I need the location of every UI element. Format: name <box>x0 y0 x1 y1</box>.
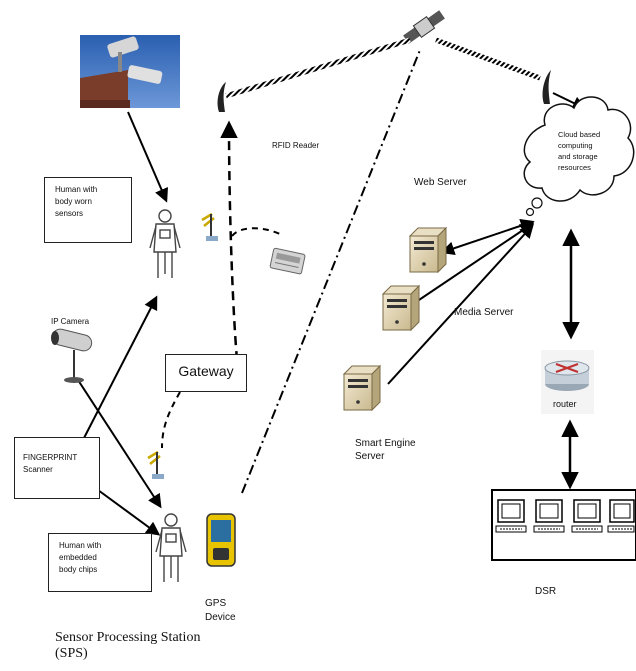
server-icon <box>342 364 382 412</box>
antenna-icon <box>217 82 226 112</box>
human-figure-icon <box>155 513 187 582</box>
sps-label: Sensor Processing Station (SPS) <box>55 630 200 662</box>
smart-engine-line2: Server <box>355 451 385 462</box>
rfid-reader-device-icon <box>269 247 306 275</box>
sps-line2: (SPS) <box>55 646 88 661</box>
gps-device-label: GPS Device <box>205 597 236 625</box>
media-server-label: Media Server <box>454 307 514 318</box>
cloud-icon <box>523 96 635 217</box>
human-sensors-line3: sensors <box>55 209 84 218</box>
cloud-line1: Cloud based <box>558 130 601 139</box>
gateway-box: Gateway <box>165 354 247 392</box>
ip-camera-icon <box>51 328 93 383</box>
server-icon <box>381 284 421 332</box>
cloud-line3: and storage <box>558 152 598 161</box>
access-point-icon <box>147 450 164 479</box>
desktop-computer-icon <box>533 499 565 533</box>
fingerprint-line2: Scanner <box>23 465 53 474</box>
ip-camera-label: IP Camera <box>51 317 90 326</box>
desktop-computer-icon <box>495 499 527 533</box>
smart-engine-line1: Smart Engine <box>355 438 416 449</box>
gps-line1: GPS <box>205 598 227 609</box>
cloud-label: Cloud based computing and storage resour… <box>558 129 600 173</box>
human-chips-line3: body chips <box>59 565 98 574</box>
human-sensors-line1: Human with <box>55 185 98 194</box>
smart-engine-server-label: Smart Engine Server <box>355 437 416 463</box>
cloud-line4: resources <box>558 163 591 172</box>
antenna-icon <box>542 70 551 104</box>
human-chips-line2: embedded <box>59 553 97 562</box>
desktop-computer-icon <box>571 499 603 533</box>
human-sensors-box: Human with body worn sensors <box>44 177 132 243</box>
fingerprint-box: FINGERPRINT Scanner <box>14 437 100 499</box>
access-point-icon <box>201 212 218 241</box>
rfid-reader-label: RFID Reader <box>272 141 320 150</box>
human-chips-box: Human with embedded body chips <box>48 533 152 592</box>
human-chips-line1: Human with <box>59 541 102 550</box>
fingerprint-line1: FINGERPRINT <box>23 453 78 462</box>
web-server-label: Web Server <box>414 177 467 188</box>
sps-line1: Sensor Processing Station <box>55 630 201 645</box>
human-sensors-line2: body worn <box>55 197 92 206</box>
dsr-label: DSR <box>535 586 557 597</box>
cloud-line2: computing <box>558 141 593 150</box>
gps-line2: Device <box>205 612 236 623</box>
server-icon <box>408 226 448 274</box>
desktop-computer-icon <box>607 499 635 533</box>
router-label: router <box>553 399 577 409</box>
gateway-label: Gateway <box>178 363 234 379</box>
cctv-camera-photo <box>80 35 180 108</box>
gps-device-icon <box>206 513 236 567</box>
router-icon <box>541 350 594 414</box>
human-figure-icon <box>149 209 181 278</box>
